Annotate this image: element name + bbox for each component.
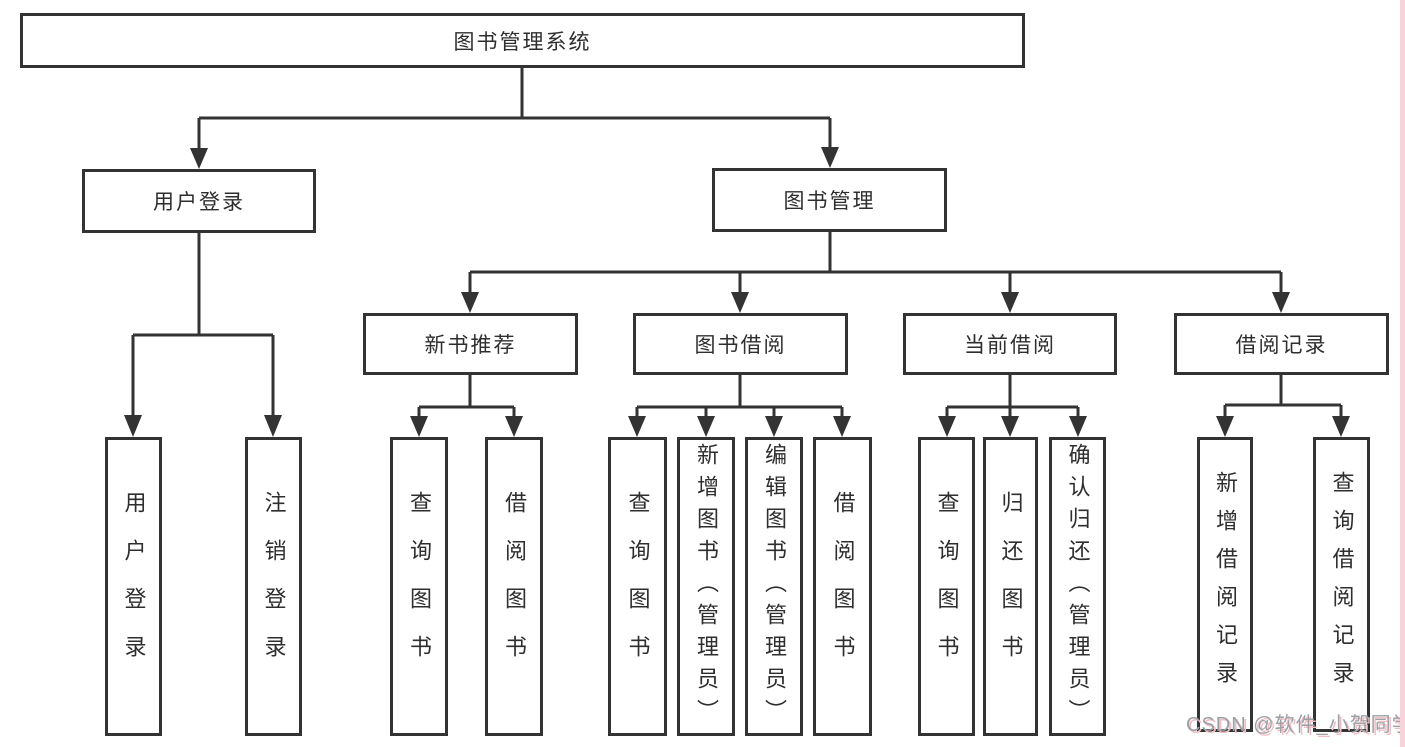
leaf-label: 编辑图书（管理员）: [762, 442, 787, 731]
leaf-logout: 注销登录: [245, 437, 302, 736]
leaf-label: 注销登录: [261, 490, 287, 683]
node-label: 新书推荐: [424, 334, 517, 357]
node-borrow-records: 借阅记录: [1174, 313, 1389, 375]
arrowhead: [1069, 416, 1087, 437]
arrowhead: [1332, 416, 1350, 437]
arrowhead: [264, 415, 282, 437]
leaf-label: 查询图书: [625, 490, 651, 683]
connector-book-management-to-level3: [461, 232, 1290, 313]
node-label: 图书管理系统: [453, 30, 592, 54]
node-label: 用户登录: [153, 191, 245, 214]
right-edge-strip: [1400, 0, 1405, 747]
leaf-add-book-admin: 新增图书（管理员）: [677, 437, 735, 736]
leaf-label: 确认归还（管理员）: [1065, 442, 1091, 731]
leaf-query-borrow-record: 查询借阅记录: [1313, 437, 1370, 732]
connector-user-login-children: [124, 233, 282, 437]
arrowhead: [1001, 292, 1019, 313]
arrowhead: [410, 416, 428, 437]
leaf-confirm-return-admin: 确认归还（管理员）: [1049, 437, 1106, 736]
leaf-label: 查询图书: [934, 490, 960, 683]
arrowhead: [1272, 292, 1290, 313]
arrowhead: [731, 292, 749, 313]
node-library-management-system: 图书管理系统: [20, 13, 1025, 68]
arrowhead: [821, 147, 839, 168]
arrowhead: [505, 416, 523, 437]
arrowhead: [190, 148, 208, 169]
leaf-user-login: 用户登录: [105, 437, 162, 736]
node-book-borrow: 图书借阅: [633, 313, 848, 375]
connector-book-borrow-children: [628, 375, 851, 437]
node-user-login: 用户登录: [82, 169, 316, 233]
leaf-borrow-books-recommend: 借阅图书: [485, 437, 543, 736]
leaf-label: 新增图书（管理员）: [694, 442, 719, 731]
arrowhead: [1216, 416, 1234, 437]
node-label: 图书借阅: [694, 334, 787, 357]
leaf-query-books-borrow: 查询图书: [608, 437, 667, 736]
leaf-borrow-books-borrow: 借阅图书: [813, 437, 872, 736]
connector-borrow-record-children: [1216, 375, 1350, 437]
leaf-label: 归还图书: [998, 490, 1024, 683]
csdn-watermark: CSDN @软件_小贺同学: [1186, 714, 1405, 736]
arrowhead: [1001, 416, 1019, 437]
arrowhead: [833, 416, 851, 437]
node-label: 借阅记录: [1235, 334, 1328, 357]
connector-root-to-level2: [190, 68, 839, 169]
arrowhead: [461, 292, 479, 313]
leaf-label: 用户登录: [121, 490, 147, 683]
leaf-edit-book-admin: 编辑图书（管理员）: [745, 437, 803, 736]
connector-new-book-children: [410, 375, 523, 437]
arrowhead: [628, 416, 646, 437]
node-current-borrow: 当前借阅: [903, 313, 1117, 375]
leaf-label: 查询图书: [407, 490, 432, 683]
leaf-label: 查询借阅记录: [1329, 470, 1355, 699]
node-label: 图书管理: [783, 190, 876, 213]
arrowhead: [124, 415, 142, 437]
arrowhead: [765, 416, 783, 437]
leaf-label: 借阅图书: [830, 490, 856, 683]
leaf-label: 新增借阅记录: [1213, 470, 1238, 699]
arrowhead: [938, 416, 956, 437]
connector-current-borrow-children: [938, 375, 1087, 437]
leaf-query-books-recommend: 查询图书: [390, 437, 448, 736]
leaf-label: 借阅图书: [502, 490, 527, 683]
node-new-book-recommend: 新书推荐: [363, 313, 578, 375]
leaf-query-books-current: 查询图书: [918, 437, 975, 736]
leaf-return-book: 归还图书: [983, 437, 1038, 736]
arrowhead: [697, 416, 715, 437]
leaf-add-borrow-record: 新增借阅记录: [1197, 437, 1253, 732]
node-label: 当前借阅: [964, 334, 1056, 357]
node-book-management: 图书管理: [712, 168, 947, 232]
